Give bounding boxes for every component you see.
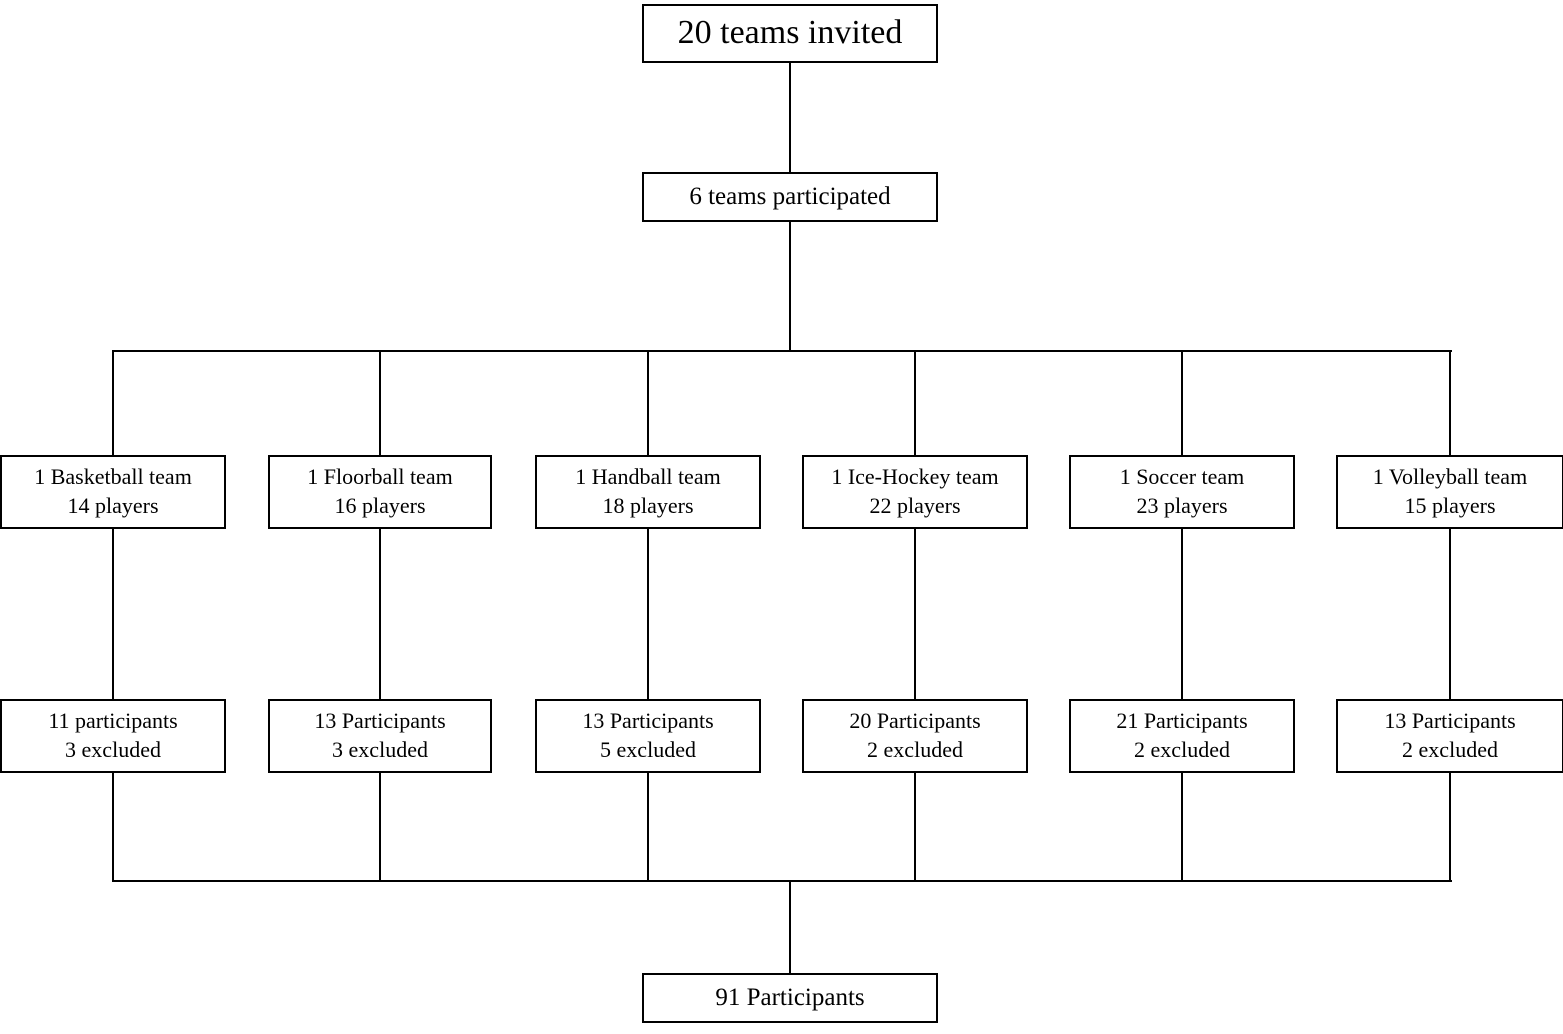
connector-participants-to-bus-2 [379,773,381,882]
node-participants-ice-hockey-line2: 2 excluded [867,737,963,762]
bus-top-horizontal [112,350,1452,352]
node-team-handball-line1: 1 Handball team [575,464,721,490]
node-participants-basketball-line1: 11 participants [48,708,178,734]
bus-bottom-horizontal [112,880,1452,882]
connector-bus-to-team-1 [112,350,114,455]
node-team-volleyball-line2: 15 players [1404,493,1496,518]
connector-team-to-participants-3 [647,529,649,699]
connector-invited-to-participated [789,63,791,172]
connector-bus-to-team-4 [914,350,916,455]
node-participants-soccer-line1: 21 Participants [1116,708,1248,734]
node-participants-soccer-line2: 2 excluded [1134,737,1230,762]
node-participants-handball: 13 Participants 5 excluded [535,699,761,773]
node-participants-ice-hockey-line1: 20 Participants [849,708,981,734]
node-team-ice-hockey-line2: 22 players [869,493,961,518]
node-team-handball: 1 Handball team 18 players [535,455,761,529]
connector-participants-to-bus-4 [914,773,916,882]
connector-team-to-participants-1 [112,529,114,699]
node-teams-participated: 6 teams participated [642,172,938,222]
node-team-soccer: 1 Soccer team 23 players [1069,455,1295,529]
node-team-soccer-line1: 1 Soccer team [1119,464,1245,490]
node-team-floorball: 1 Floorball team 16 players [268,455,492,529]
connector-bus-to-team-5 [1181,350,1183,455]
connector-team-to-participants-5 [1181,529,1183,699]
node-team-basketball-line2: 14 players [67,493,159,518]
connector-participants-to-bus-6 [1449,773,1451,882]
node-participants-handball-line2: 5 excluded [600,737,696,762]
node-total-participants-label: 91 Participants [715,983,865,1011]
node-participants-volleyball-line2: 2 excluded [1402,737,1498,762]
node-team-soccer-line2: 23 players [1136,493,1228,518]
connector-bus-to-team-2 [379,350,381,455]
node-team-ice-hockey-line1: 1 Ice-Hockey team [831,464,999,490]
node-team-floorball-line1: 1 Floorball team [307,464,453,490]
node-team-floorball-line2: 16 players [334,493,426,518]
node-team-basketball-line1: 1 Basketball team [34,464,192,490]
node-teams-participated-label: 6 teams participated [689,182,891,210]
node-participants-volleyball-line1: 13 Participants [1384,708,1516,734]
node-participants-handball-line1: 13 Participants [582,708,714,734]
node-team-ice-hockey: 1 Ice-Hockey team 22 players [802,455,1028,529]
node-participants-soccer: 21 Participants 2 excluded [1069,699,1295,773]
node-participants-basketball: 11 participants 3 excluded [0,699,226,773]
connector-participated-to-bus [789,222,791,352]
connector-team-to-participants-2 [379,529,381,699]
node-participants-volleyball: 13 Participants 2 excluded [1336,699,1563,773]
node-total-participants: 91 Participants [642,973,938,1023]
node-participants-basketball-line2: 3 excluded [65,737,161,762]
node-participants-floorball-line2: 3 excluded [332,737,428,762]
node-team-volleyball-line1: 1 Volleyball team [1372,464,1528,490]
node-teams-invited-label: 20 teams invited [677,14,903,52]
node-teams-invited: 20 teams invited [642,4,938,63]
connector-team-to-participants-4 [914,529,916,699]
connector-participants-to-bus-1 [112,773,114,882]
node-participants-floorball-line1: 13 Participants [314,708,446,734]
node-participants-floorball: 13 Participants 3 excluded [268,699,492,773]
node-team-volleyball: 1 Volleyball team 15 players [1336,455,1563,529]
connector-bus-to-team-3 [647,350,649,455]
node-team-basketball: 1 Basketball team 14 players [0,455,226,529]
connector-participants-to-bus-3 [647,773,649,882]
connector-bus-to-final [789,880,791,973]
connector-team-to-participants-6 [1449,529,1451,699]
node-team-handball-line2: 18 players [602,493,694,518]
connector-participants-to-bus-5 [1181,773,1183,882]
node-participants-ice-hockey: 20 Participants 2 excluded [802,699,1028,773]
connector-bus-to-team-6 [1449,350,1451,455]
